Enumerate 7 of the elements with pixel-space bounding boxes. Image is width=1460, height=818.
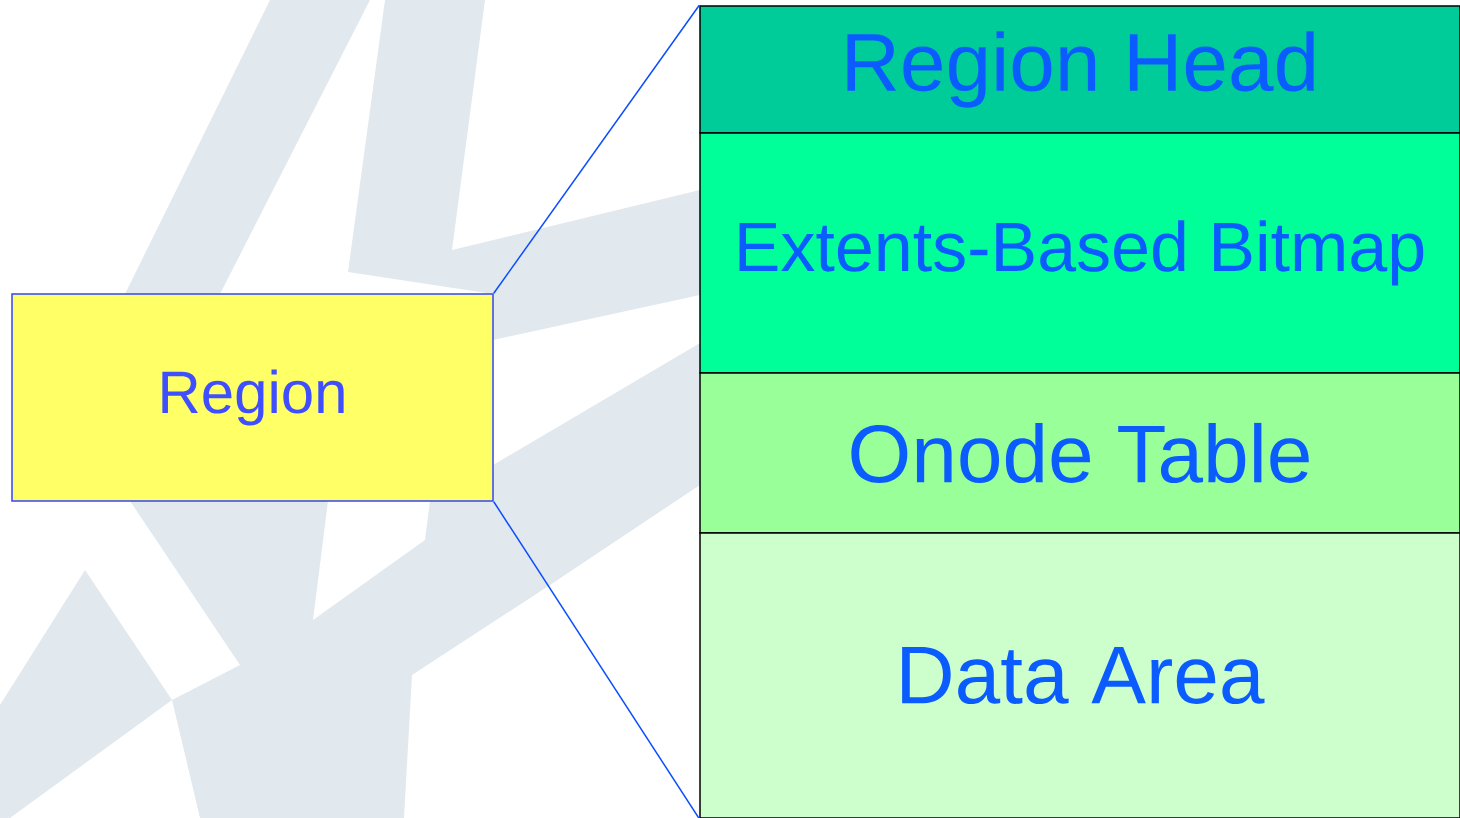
layer-box: Extents-Based Bitmap bbox=[699, 132, 1460, 374]
layer-box: Region Head bbox=[699, 5, 1460, 134]
layer-box: Onode Table bbox=[699, 372, 1460, 534]
region-box: Region bbox=[11, 293, 494, 502]
expansion-line bbox=[493, 4, 700, 294]
expansion-line bbox=[493, 501, 700, 818]
layer-box: Data Area bbox=[699, 532, 1460, 818]
